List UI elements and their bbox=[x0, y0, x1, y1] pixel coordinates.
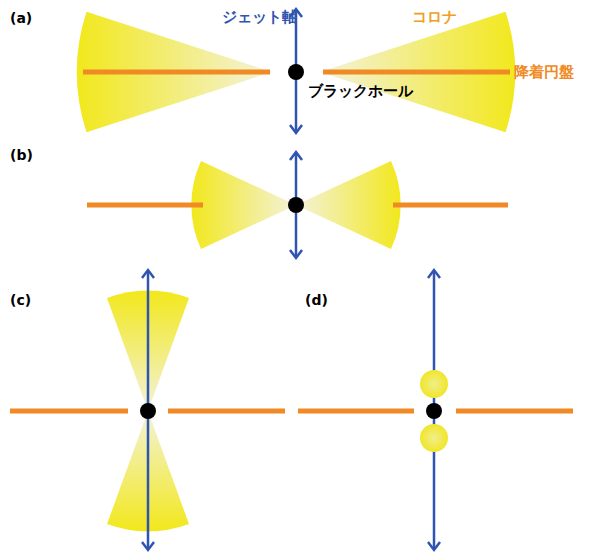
panel-letter: (a) bbox=[10, 10, 32, 27]
panel-letter: (c) bbox=[10, 292, 31, 309]
panel-letter: (b) bbox=[10, 147, 33, 164]
jet-axis-label: ジェット軸 bbox=[222, 8, 297, 26]
disk-label: 降着円盤 bbox=[514, 63, 574, 81]
corona-label: コロナ bbox=[412, 8, 457, 26]
panel-letter: (d) bbox=[305, 292, 328, 309]
black-hole-label: ブラックホール bbox=[308, 82, 413, 100]
